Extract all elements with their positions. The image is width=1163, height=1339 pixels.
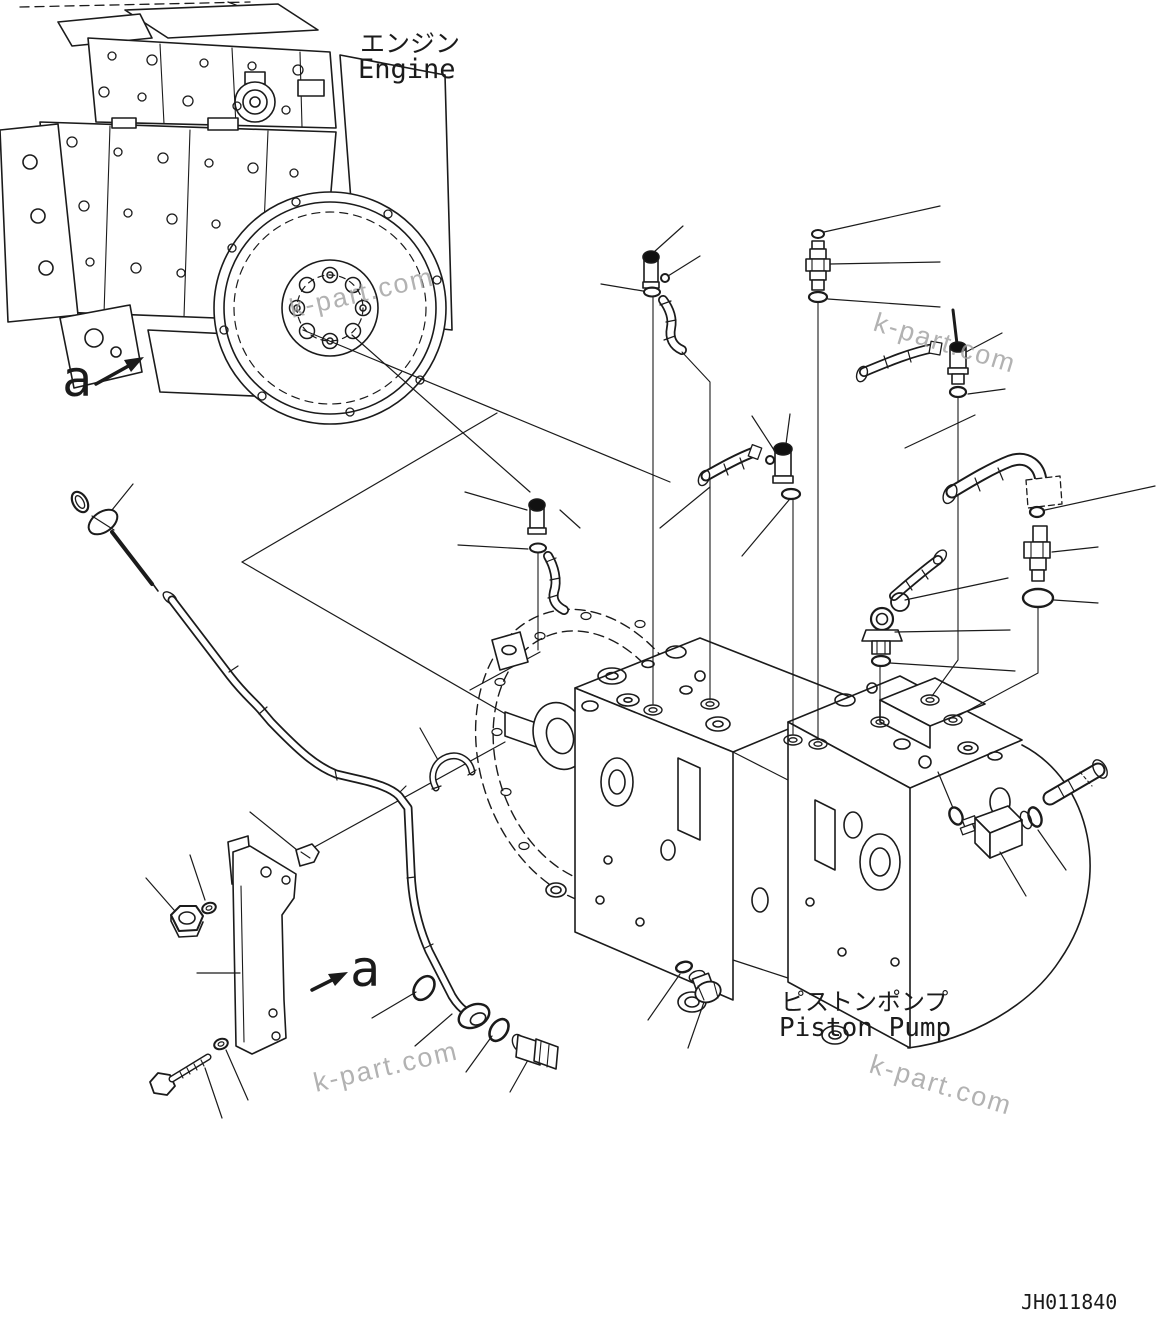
view-marker-a-bottom: a [350,940,380,998]
sensor-fitting-right [855,308,1006,697]
engine-label-jp: エンジン [360,29,460,58]
elbow-fitting-3 [457,491,569,651]
oil-dipstick [70,483,159,592]
bracket-bolt [149,1049,249,1119]
tube-plug-fitting [509,1033,559,1093]
hose-4 [855,340,943,383]
hose-2 [697,444,763,487]
elbow-block-fitting [937,759,1108,897]
pump-section-rear [751,675,1091,1049]
tube-clamp [419,727,477,792]
watermark-4: k-part.com [866,1049,1016,1121]
engine-label-en: Engine [358,54,456,85]
adapter-fitting-mid [861,549,1016,717]
piston-pump-label-jp: ピストンポンプ [781,988,948,1016]
watermark-2: k-part.com [870,307,1020,379]
mounting-bracket [196,811,320,1055]
threaded-nipple [1042,759,1108,806]
oil-filler-tube [162,591,491,1030]
elbow-fitting-2 [697,413,802,735]
drain-plug [647,960,722,1049]
elbow-fitting-1 [600,225,711,705]
bracket-nut [145,877,204,938]
bolt-washer [213,1037,229,1051]
view-arrow-top: a [62,350,144,408]
hose-1 [658,295,687,355]
tube-end-seals [371,974,559,1093]
hose-5 [543,551,569,615]
elbow-hose [942,453,1063,509]
hose-3 [889,549,948,601]
pump-ports [643,694,963,750]
view-marker-a-top: a [62,350,92,408]
drawing-number: JH011840 [1021,1290,1117,1314]
watermark-3: k-part.com [311,1035,461,1097]
piston-pump-drawing [474,608,1091,1049]
fitting-column-right [942,453,1156,717]
view-arrow-bottom: a [310,940,380,998]
piston-pump-label-en: Piston Pump [779,1013,951,1043]
bracket-washer [189,854,217,915]
straight-fitting-top [805,205,941,741]
flange-rim-holes [491,611,646,893]
